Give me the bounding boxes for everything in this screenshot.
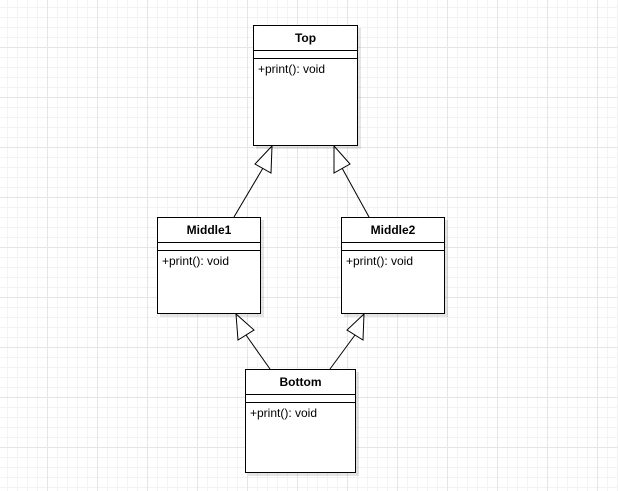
attributes-compartment bbox=[158, 243, 260, 251]
operation: +print(): void bbox=[346, 254, 414, 268]
operation: +print(): void bbox=[258, 62, 326, 76]
attributes-compartment bbox=[254, 51, 357, 59]
class-bottom[interactable]: Bottom +print(): void bbox=[245, 369, 356, 473]
generalization-middle2-top[interactable] bbox=[333, 144, 370, 218]
generalization-bottom-middle1[interactable] bbox=[235, 312, 271, 370]
operation: +print(): void bbox=[250, 406, 318, 420]
class-name: Middle2 bbox=[342, 218, 444, 243]
class-name: Bottom bbox=[246, 370, 355, 395]
class-middle2[interactable]: Middle2 +print(): void bbox=[341, 217, 445, 314]
class-name: Middle1 bbox=[158, 218, 260, 243]
generalization-bottom-middle2[interactable] bbox=[329, 312, 365, 370]
generalization-middle1-top[interactable] bbox=[233, 144, 273, 218]
class-middle1[interactable]: Middle1 +print(): void bbox=[157, 217, 261, 314]
operation: +print(): void bbox=[162, 254, 230, 268]
class-name: Top bbox=[254, 26, 357, 51]
attributes-compartment bbox=[246, 395, 355, 403]
class-top[interactable]: Top +print(): void bbox=[253, 25, 358, 146]
attributes-compartment bbox=[342, 243, 444, 251]
